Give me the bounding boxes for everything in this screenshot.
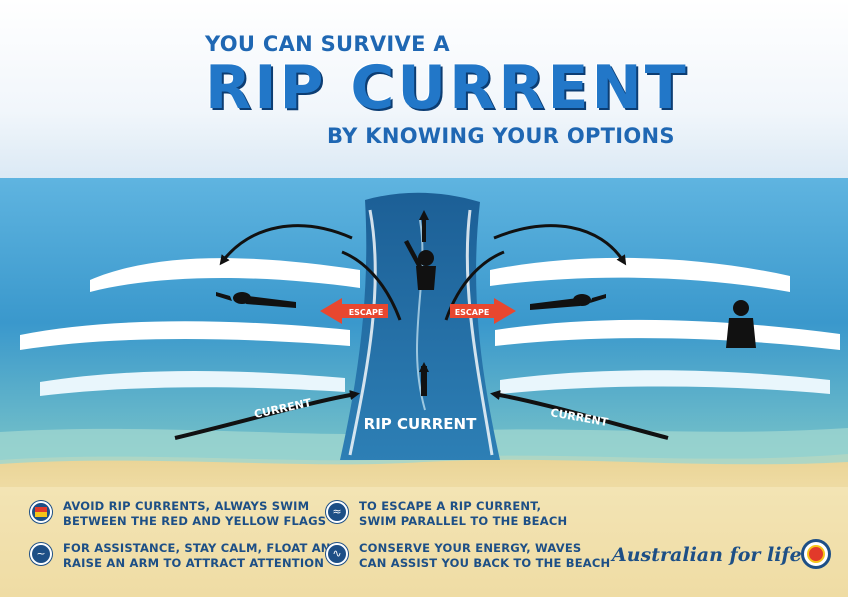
rip-current-diagram: ESCAPE ESCAPE CURRENT CURRENT RIP CURREN… (0, 178, 848, 490)
tip-energy: ∿ CONSERVE YOUR ENERGY, WAVES CAN ASSIST… (326, 541, 610, 571)
tip-energy-line1: CONSERVE YOUR ENERGY, WAVES (359, 541, 582, 555)
flag-icon (30, 501, 52, 523)
wave-right-1 (490, 257, 790, 292)
wave-left-2 (20, 321, 350, 350)
tip-flags-line2: BETWEEN THE RED AND YELLOW FLAGS (63, 514, 327, 528)
tip-escape: ≈ TO ESCAPE A RIP CURRENT, SWIM PARALLEL… (326, 499, 567, 529)
person-standing-icon (726, 300, 756, 348)
tip-float-line2: RAISE AN ARM TO ATTRACT ATTENTION (63, 556, 325, 570)
headline-line2: BY KNOWING YOUR OPTIONS (327, 124, 675, 148)
tips-panel: AVOID RIP CURRENTS, ALWAYS SWIM BETWEEN … (0, 487, 848, 597)
beach-scene: ESCAPE ESCAPE CURRENT CURRENT RIP CURREN… (0, 170, 848, 490)
float-icon: ~ (30, 543, 52, 565)
tip-float-text: FOR ASSISTANCE, STAY CALM, FLOAT AND RAI… (63, 541, 340, 571)
escape-label-right: ESCAPE (455, 308, 490, 317)
tip-escape-line2: SWIM PARALLEL TO THE BEACH (359, 514, 568, 528)
tip-float-line1: FOR ASSISTANCE, STAY CALM, FLOAT AND (63, 541, 341, 555)
tip-float: ~ FOR ASSISTANCE, STAY CALM, FLOAT AND R… (30, 541, 340, 571)
escape-arrow-right (450, 298, 516, 324)
feeder-current-right (490, 390, 669, 440)
wave-icon: ∿ (326, 543, 348, 565)
tip-flags-line1: AVOID RIP CURRENTS, ALWAYS SWIM (63, 499, 310, 513)
wave-left-1 (90, 258, 360, 292)
swimmer-icon: ≈ (326, 501, 348, 523)
tip-energy-text: CONSERVE YOUR ENERGY, WAVES CAN ASSIST Y… (359, 541, 610, 571)
brand-slogan: Australian for life. (612, 544, 809, 566)
sky-background (0, 0, 848, 185)
wave-right-3 (500, 370, 830, 394)
wave-left-3 (40, 371, 345, 396)
circulation-arrow-right (493, 224, 627, 266)
swimmer-right-icon (530, 294, 606, 310)
tip-escape-text: TO ESCAPE A RIP CURRENT, SWIM PARALLEL T… (359, 499, 567, 529)
rip-foam-left (348, 209, 377, 456)
tip-flags-text: AVOID RIP CURRENTS, ALWAYS SWIM BETWEEN … (63, 499, 326, 529)
headline-line1: YOU CAN SURVIVE A (205, 32, 450, 56)
sand-shore (0, 454, 848, 490)
swimmer-left-icon (216, 292, 296, 308)
tip-flags: AVOID RIP CURRENTS, ALWAYS SWIM BETWEEN … (30, 499, 326, 529)
escape-arrow-left (320, 298, 388, 324)
rip-foam-right (465, 209, 494, 456)
tip-escape-line1: TO ESCAPE A RIP CURRENT, (359, 499, 542, 513)
escape-label-left: ESCAPE (349, 308, 384, 317)
rip-foam-center (416, 219, 426, 411)
tip-energy-line2: CAN ASSIST YOU BACK TO THE BEACH (359, 556, 611, 570)
feeder-current-left (174, 390, 360, 440)
circulation-arrow-left (219, 224, 353, 266)
rip-channel (340, 192, 500, 461)
rip-arrow-left-curve (341, 250, 402, 321)
rip-current-label: RIP CURRENT (364, 415, 477, 433)
swimmer-floating-icon (404, 240, 436, 290)
surf-life-saving-logo-icon (801, 539, 831, 569)
headline-title: RIP CURRENT (205, 53, 689, 123)
